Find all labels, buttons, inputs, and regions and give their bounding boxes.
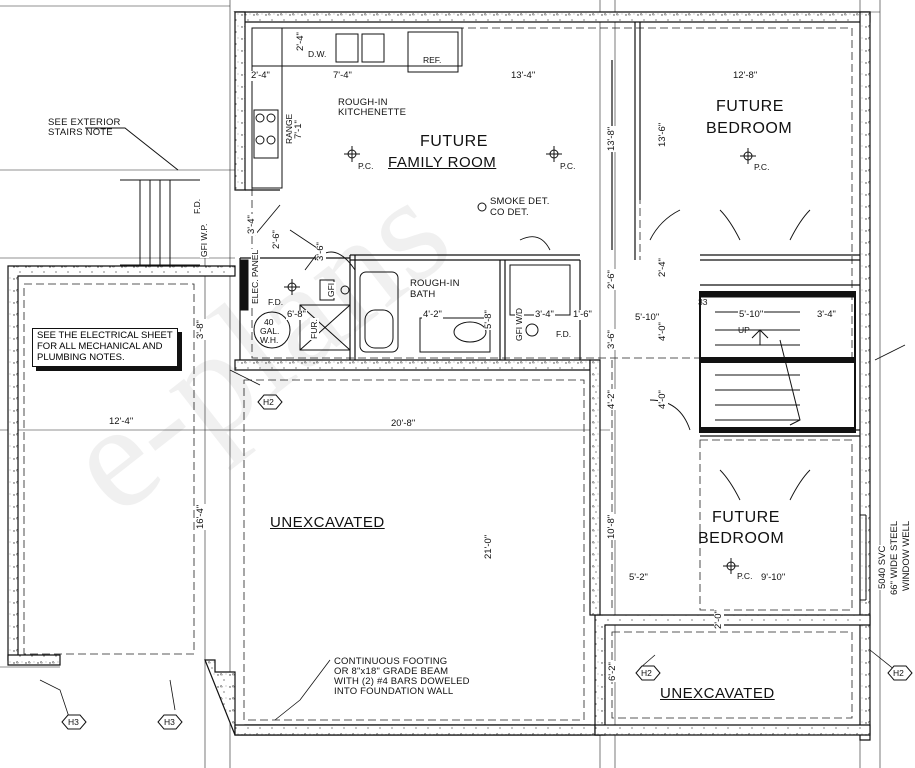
footing-note-3: WITH (2) #4 BARS DOWELED — [334, 676, 470, 687]
dim-6-2: 6'-2" — [607, 661, 618, 682]
dim-16-4: 16'-4" — [195, 503, 206, 530]
dim-13-4: 13'-4" — [510, 70, 537, 81]
gfi-wp-label: GFI W.P. — [199, 222, 209, 258]
bath-note-1: ROUGH-IN — [410, 278, 460, 289]
dim-5-2: 5'-2" — [628, 572, 649, 583]
footing-note-2: OR 8"x18" GRADE BEAM — [334, 666, 449, 677]
smoke-note-2: CO DET. — [490, 207, 529, 218]
hex-tags — [61, 394, 913, 730]
bedroom-bottom-label-2: BEDROOM — [698, 530, 785, 547]
pc-label-1: P.C. — [358, 161, 374, 171]
smoke-note-1: SMOKE DET. — [490, 196, 550, 207]
kitchenette-note-2: KITCHENETTE — [338, 107, 407, 118]
fur-label: FUR. — [309, 318, 319, 340]
kitchenette-note-1: ROUGH-IN — [338, 97, 388, 108]
stair — [699, 291, 856, 433]
kitchenette-cabinets — [251, 27, 463, 189]
dim-12-4: 12'-4" — [108, 416, 135, 427]
dim-4-2b: 4'-2" — [606, 389, 617, 410]
dw-label: D.W. — [308, 49, 327, 59]
grid-lines — [0, 0, 881, 768]
up-label: UP — [738, 325, 750, 335]
dim-3-4: 3'-4" — [246, 214, 257, 235]
dim-5-10: 5'-10" — [634, 312, 661, 323]
gal-label-2: GAL. — [260, 326, 280, 336]
window-well-note-2: 66" WIDE STEEL — [889, 519, 900, 596]
dim-2-6b: 2'-6" — [606, 269, 617, 290]
dim-7-1: 7'-1" — [293, 119, 304, 140]
doors — [254, 204, 811, 501]
gal-label-3: W.H. — [260, 335, 279, 345]
leader-lines — [39, 344, 906, 721]
gfi-label: GFI — [326, 281, 336, 298]
pc-label-3: P.C. — [754, 162, 770, 172]
bedroom-top-label-1: FUTURE — [716, 98, 784, 115]
bedroom-top-label-2: BEDROOM — [706, 120, 793, 137]
window-well-note-3: WINDOW WELL — [901, 519, 912, 592]
interior-walls — [239, 22, 860, 437]
dim-2-4-top: 2'-4" — [295, 31, 306, 52]
electrical-note-line-3: PLUMBING NOTES. — [37, 351, 125, 363]
unexcavated-main-label: UNEXCAVATED — [270, 514, 385, 531]
unexcavated-small-label: UNEXCAVATED — [660, 685, 775, 702]
h3-tag-1: H3 — [68, 717, 79, 727]
foundation-walls — [7, 11, 871, 741]
bedroom-bottom-label-1: FUTURE — [712, 509, 780, 526]
gal-label-1: 40 — [264, 317, 274, 327]
dim-10-8: 10'-8" — [606, 513, 617, 540]
dim-3-4b: 3'-4" — [534, 309, 555, 320]
dim-6-8: 6'-8" — [286, 309, 307, 320]
dim-13-6: 13'-6" — [657, 121, 668, 148]
dim-33: 33 — [698, 297, 708, 307]
fd-label-3: F.D. — [192, 197, 202, 215]
exterior-stairs-note-2: STAIRS NOTE — [48, 127, 113, 138]
ref-label: REF. — [423, 55, 442, 65]
exterior-stairs — [85, 127, 200, 266]
mechanical-room — [239, 251, 356, 351]
fd-label-2: F.D. — [556, 329, 572, 339]
window-well-symbol — [860, 514, 867, 601]
dim-13-8: 13'-8" — [606, 125, 617, 152]
fd-label-1: F.D. — [268, 297, 284, 307]
h2-tag-2: H2 — [641, 668, 652, 678]
dim-4-0: 4'-0" — [657, 321, 668, 342]
elec-panel-label: ELEC. PANEL — [250, 248, 260, 305]
dim-3-8: 3'-8" — [195, 319, 206, 340]
dim-4-2: 4'-2" — [422, 309, 443, 320]
exterior-stairs-note-1: SEE EXTERIOR — [48, 117, 121, 128]
dim-3-6b: 3'-6" — [606, 329, 617, 350]
dim-4-0b: 4'-0" — [657, 389, 668, 410]
dim-20-8: 20'-8" — [390, 418, 417, 429]
family-room-label-2: FAMILY ROOM — [388, 154, 497, 171]
pc-label-4: P.C. — [737, 571, 753, 581]
dim-5-8: 5'-8" — [483, 309, 494, 330]
dim-21-0: 21'-0" — [483, 533, 494, 560]
dim-3-6: 3'-6" — [315, 241, 326, 262]
family-room-label-1: FUTURE — [420, 133, 488, 150]
dim-5-10b: 5'-10" — [738, 309, 765, 320]
pc-label-2: P.C. — [560, 161, 576, 171]
electrical-note-line-1: SEE THE ELECTRICAL SHEET — [37, 330, 173, 341]
window-well-note-1: 5040 SVC — [877, 544, 888, 590]
electrical-note-line-2: FOR ALL MECHANICAL AND — [37, 340, 163, 352]
dim-9-10: 9'-10" — [760, 572, 787, 583]
light-fixtures — [284, 146, 756, 574]
dim-12-8: 12'-8" — [732, 70, 759, 81]
dim-7-4: 7'-4" — [332, 70, 353, 81]
h2-tag-3: H2 — [893, 668, 904, 678]
footing-note-1: CONTINUOUS FOOTING — [334, 656, 448, 667]
footing-note-4: INTO FOUNDATION WALL — [334, 686, 454, 697]
dim-2-6: 2'-6" — [271, 229, 282, 250]
bath-note-2: BATH — [410, 289, 436, 300]
dim-2-4b: 2'-4" — [657, 257, 668, 278]
dim-2-0: 2'-0" — [713, 609, 724, 630]
h2-tag-1: H2 — [263, 397, 274, 407]
electrical-sheet-note: SEE THE ELECTRICAL SHEET FOR ALL MECHANI… — [32, 328, 178, 367]
dim-3-4c: 3'-4" — [816, 309, 837, 320]
dim-2-4: 2'-4" — [250, 70, 271, 81]
h3-tag-2: H3 — [164, 717, 175, 727]
gfi-wd-label: GFI W/D — [514, 306, 524, 342]
dim-1-6: 1'-6" — [572, 309, 593, 320]
